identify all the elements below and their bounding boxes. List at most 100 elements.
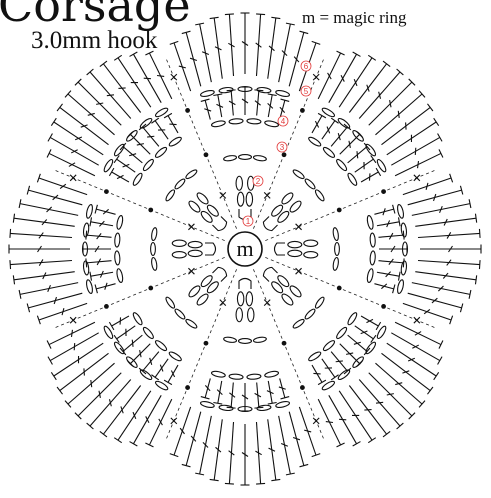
dc-stitch [127,131,150,154]
slip-stitch-dot [148,208,153,213]
dc-stitch [420,245,481,254]
sc-stitch [414,175,420,181]
dc-stitch [241,424,250,485]
dc-stitch [395,149,443,175]
chain-stitch [247,118,261,124]
chain-stitch [335,243,340,256]
guide-line [265,171,434,241]
chain-stitch [151,227,158,241]
slip-stitch-dot [104,189,109,194]
sc-stitch [171,418,177,424]
dc-stitch [268,94,277,117]
dc-stitch [255,422,265,484]
round-marker-5: 5 [301,86,311,96]
cluster-bracket [262,266,278,282]
dc-stitch [100,385,141,436]
puff-stitch [206,203,220,217]
dc-stitch [47,149,95,175]
chain-stitch [396,204,404,219]
slip-stitch-dot [282,341,287,346]
dc-stitch [268,17,281,78]
sc-stitch [70,175,76,181]
dc-stitch [331,352,351,374]
puff-stitch [246,192,252,206]
cluster-bracket [205,243,216,255]
chain-stitch [346,172,358,186]
puff-stitch [248,176,254,190]
slip-stitch-dot [300,385,305,390]
puff-stitch [276,274,290,288]
dc-stitch [51,343,103,380]
dc-stitch [225,14,235,76]
chain-stitch [332,257,339,271]
dc-stitch [391,134,442,166]
dc-stitch [329,395,361,446]
chain-stitch [114,233,120,247]
dc-stitch [408,186,463,205]
chain-stitch [314,296,325,309]
cluster-bracket [262,216,278,232]
dc-stitch [403,174,453,195]
chain-stitch [185,318,198,329]
dc-stitch [90,271,113,281]
sc-stitch [296,224,302,230]
sc-stitch [220,300,226,306]
chain-stitch [168,350,182,362]
chain-stitch [366,215,374,230]
dc-stitch [299,407,320,457]
dc-stitch [114,55,151,107]
dc-stitch [90,217,113,226]
puff-stitch [188,250,202,256]
chain-stitch [304,308,317,321]
dc-stitch [13,272,74,285]
chain-stitch [307,350,321,362]
slip-stitch-dot [204,152,209,157]
dc-stitch [318,51,344,99]
dc-stitch [114,155,135,172]
dc-stitch [57,353,108,394]
dc-stitch [279,378,289,398]
dc-stitch [95,283,115,293]
chain-stitch [142,326,155,340]
round-number: 2 [256,177,261,186]
chain-stitch [85,279,93,294]
slip-stitch-dot [185,108,190,113]
slip-stitch-dot [282,152,287,157]
dc-stitch [254,382,263,408]
slip-stitch-dot [185,385,190,390]
dc-stitch [48,333,99,365]
guide-line [167,60,237,229]
puff-stitch [236,308,242,322]
round-marker-6: 6 [301,61,311,71]
dc-stitch [139,352,159,374]
chain-stitch [366,268,374,283]
dc-stitch [27,186,82,205]
chain-stitch [370,251,376,265]
dc-stitch [145,399,171,447]
round-number: 6 [304,62,309,71]
round-number: 3 [280,143,285,152]
slip-stitch-dot [381,304,386,309]
sc-stitch [313,74,319,80]
chain-stitch [229,118,243,124]
puff-stitch [288,284,302,298]
slip-stitch-dot [337,286,342,291]
puff-stitch [246,292,252,306]
sc-stitch [414,317,420,323]
sc-stitch [188,268,194,274]
dc-stitch [331,124,351,146]
dc-stitch [359,69,403,119]
dc-stitch [359,379,403,429]
dc-stitch [9,245,70,254]
dc-stitch [109,168,129,182]
dc-stitch [349,385,390,436]
dc-stitch [65,91,115,135]
dc-stitch [415,214,476,227]
dc-stitch [87,379,131,429]
guide-line [56,171,225,241]
dc-stitch [100,61,141,112]
cluster-bracket [239,279,251,290]
chain-stitch [292,169,305,180]
dc-stitch [201,99,211,119]
dc-stitch [339,391,376,443]
